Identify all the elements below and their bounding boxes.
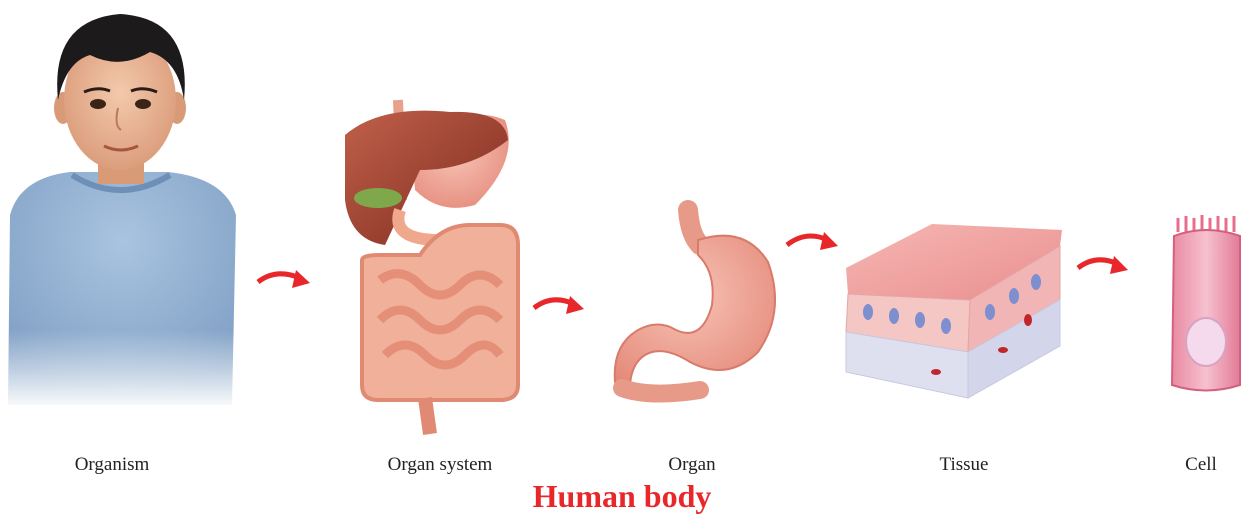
arrow-icon — [534, 296, 584, 314]
arrow-icon — [1078, 256, 1128, 274]
level-label-tissue: Tissue — [940, 454, 989, 476]
level-label-cell: Cell — [1185, 454, 1217, 476]
level-label-organism: Organism — [75, 454, 150, 476]
diagram-title: Human body — [533, 478, 712, 515]
level-label-organ: Organ — [668, 454, 715, 476]
organ-system-illustration — [345, 100, 518, 434]
level-label-organ-system: Organ system — [388, 454, 493, 476]
tissue-illustration — [846, 224, 1062, 398]
stomach-illustration — [615, 210, 775, 394]
arrow-icon — [787, 232, 838, 250]
organism-illustration — [6, 14, 238, 410]
arrow-icon — [258, 270, 310, 288]
cell-illustration — [1172, 215, 1240, 391]
